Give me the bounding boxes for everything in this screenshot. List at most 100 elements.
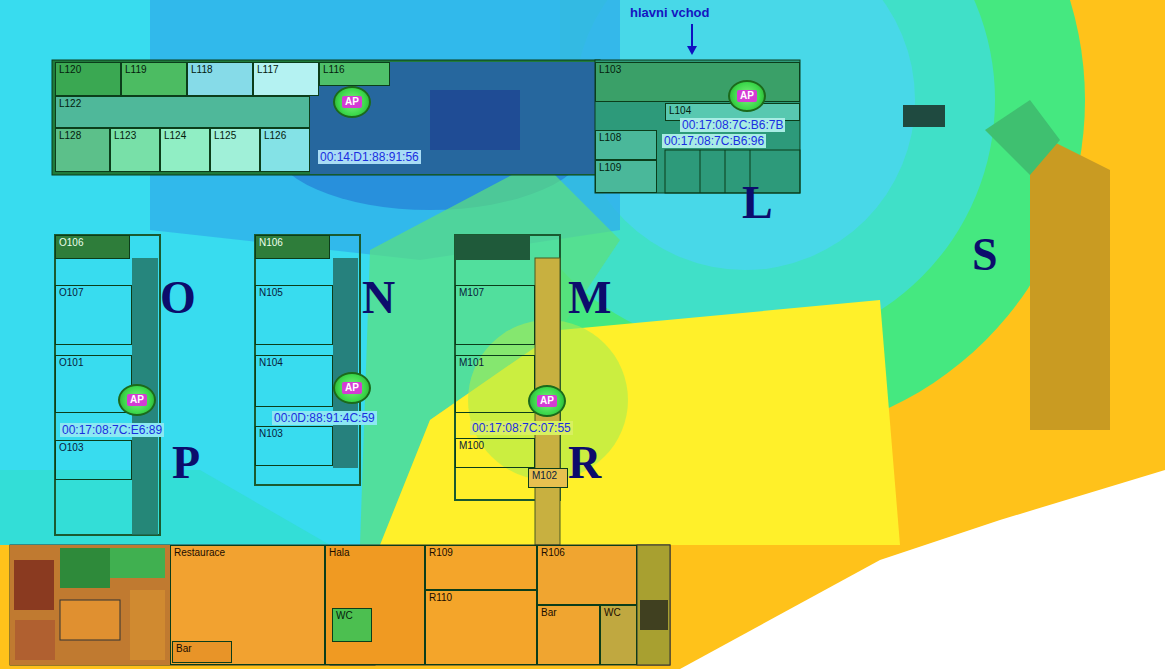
room-name: N104 (256, 356, 286, 370)
room-box: L103 (595, 62, 800, 102)
room-box: M107 (455, 285, 535, 345)
room-name: L123 (111, 129, 139, 143)
room-name: L103 (596, 63, 624, 77)
room-name: Bar (538, 606, 560, 620)
room-name: R110 (426, 591, 455, 605)
wing-l (595, 60, 800, 193)
room-name: O106 (56, 236, 86, 250)
room-name: L108 (596, 131, 624, 145)
room-name: L126 (261, 129, 289, 143)
mac-address: 00:17:08:7C:E6:89 (60, 423, 164, 437)
no-signal-zone (680, 470, 1165, 669)
access-point-marker: AP (333, 86, 371, 118)
entrance-arrow (687, 46, 697, 55)
room-box: RestauraceBar (170, 545, 325, 665)
room-box: R106 (537, 545, 637, 605)
room-name: L117 (254, 63, 282, 77)
room-box: O106 (55, 235, 130, 259)
room-box: L108 (595, 130, 657, 160)
room-name: O107 (56, 286, 86, 300)
entrance-label: hlavni vchod (630, 5, 709, 20)
room-name: N105 (256, 286, 286, 300)
building-block (903, 105, 945, 127)
room-outline (700, 150, 701, 193)
signal-zone (380, 300, 900, 545)
mac-address: 00:17:08:7C:07:55 (470, 421, 573, 435)
room-name: O103 (56, 441, 86, 455)
room-box: N106 (255, 235, 330, 259)
zone-letter: S (972, 232, 998, 278)
room-box: R110 (425, 590, 537, 665)
room-box: HalaWC (325, 545, 425, 665)
room-name: M107 (456, 286, 487, 300)
room-name: L104 (666, 104, 694, 118)
access-point-marker: AP (728, 80, 766, 112)
room-box: L116 (319, 62, 390, 86)
room-name: WC (601, 606, 624, 620)
room-box: L123 (110, 128, 160, 172)
room-name: R109 (426, 546, 456, 560)
room-box: L122 (55, 96, 310, 128)
room-name: M101 (456, 356, 487, 370)
room-name: L119 (122, 63, 150, 77)
signal-zone (0, 470, 330, 545)
room-box: O103 (55, 440, 132, 480)
ap-label: AP (737, 90, 757, 102)
room-box: N103 (255, 426, 333, 466)
zone-letter: R (568, 440, 601, 486)
wing-l (52, 60, 600, 175)
ap-label: AP (342, 96, 362, 108)
room-outline (725, 150, 726, 193)
room-box: R109 (425, 545, 537, 590)
ap-label: AP (342, 382, 362, 394)
signal-overlay (310, 62, 595, 174)
mac-address: 00:0D:88:91:4C:59 (272, 411, 377, 425)
room-box: WC (332, 608, 372, 642)
room-name: L120 (56, 63, 84, 77)
room-block (14, 560, 54, 610)
room-name: Restaurace (171, 546, 228, 560)
signal-zone (985, 100, 1060, 175)
access-point-marker: AP (333, 372, 371, 404)
room-block (60, 548, 110, 588)
room-name: M100 (456, 439, 487, 453)
zone-letter: N (362, 275, 395, 321)
room-box: O107 (55, 285, 132, 345)
wing-bottom (10, 545, 670, 665)
room-name: O101 (56, 356, 86, 370)
room-box: L109 (595, 160, 657, 193)
room-name: L118 (188, 63, 216, 77)
room-name: L125 (211, 129, 239, 143)
room-block (455, 235, 530, 260)
room-box: L125 (210, 128, 260, 172)
room-block (10, 545, 170, 665)
room-box: L120 (55, 62, 121, 96)
room-box: L126 (260, 128, 310, 172)
access-point-marker: AP (118, 384, 156, 416)
room-block (640, 600, 668, 630)
room-box: N105 (255, 285, 333, 345)
zone-letter: L (742, 180, 773, 226)
room-box: L124 (160, 128, 210, 172)
room-box: WC (600, 605, 637, 665)
room-box: M100 (455, 438, 535, 468)
mac-address: 00:14:D1:88:91:56 (318, 150, 421, 164)
room-outline (665, 150, 800, 193)
zone-letter: O (160, 275, 196, 321)
room-block (110, 548, 165, 578)
room-box: L119 (121, 62, 187, 96)
access-point-marker: AP (528, 385, 566, 417)
corridor (535, 258, 560, 545)
room-box: L128 (55, 128, 110, 172)
building-s (1030, 130, 1110, 430)
room-box: M101 (455, 355, 535, 413)
room-box: N104 (255, 355, 333, 407)
room-name: WC (333, 609, 356, 623)
ap-label: AP (127, 394, 147, 406)
room-box: M102 (528, 468, 568, 488)
room-name: N103 (256, 427, 286, 441)
room-box: Bar (537, 605, 600, 665)
wing-n (255, 235, 360, 485)
room-block (60, 600, 120, 640)
signal-overlay (430, 90, 520, 150)
